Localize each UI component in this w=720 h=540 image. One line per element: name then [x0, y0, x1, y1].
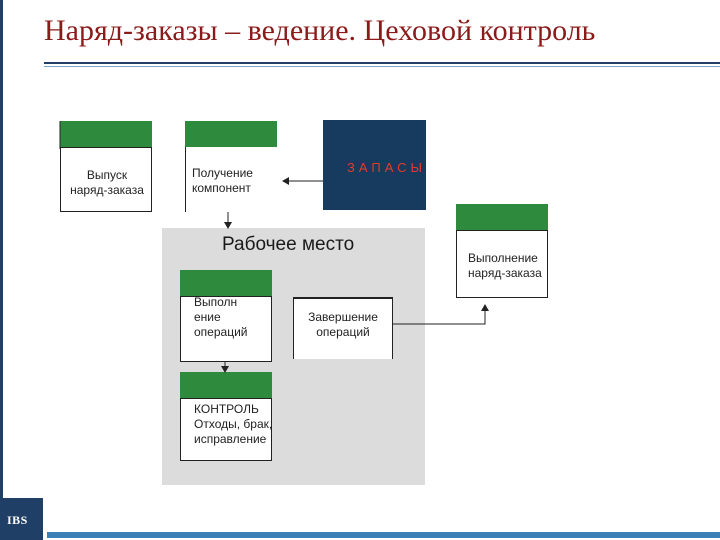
box-header [180, 372, 272, 398]
stock-block [323, 120, 426, 210]
receive-components-box [185, 121, 277, 212]
box-body [456, 230, 548, 298]
execute-order-box [456, 204, 548, 298]
box-header [180, 270, 272, 296]
title-underline-thin [44, 66, 720, 67]
execute-operations-label: Выполн ение операций [194, 295, 248, 339]
control-label: КОНТРОЛЬ Отходы, брак, исправление [194, 402, 273, 446]
stock-label: ЗАПАСЫ [347, 160, 427, 175]
box-body [180, 398, 272, 461]
execute-order-label: Выполнение наряд-заказа [468, 251, 542, 280]
execute-operations-box [180, 270, 272, 362]
box-body [185, 147, 277, 212]
box-body [180, 296, 272, 362]
bottom-bar [47, 532, 720, 538]
complete-operations-box [293, 297, 393, 359]
box-header [185, 121, 277, 147]
logo-text: IBS [7, 513, 28, 527]
slide-title: Наряд-заказы – ведение. Цеховой контроль [44, 14, 596, 47]
arrow-complete-to-execute-order [392, 304, 489, 325]
control-box [180, 372, 272, 461]
issue-order-label: Выпуск наряд-заказа [70, 168, 144, 197]
box-header [456, 204, 548, 230]
box-header [60, 121, 152, 147]
title-underline [44, 62, 720, 64]
issue-order-box [60, 121, 152, 212]
left-edge-bar [0, 0, 3, 540]
box-body [60, 147, 152, 212]
ibs-logo: IBS [0, 498, 43, 540]
workspace-label: Рабочее место [222, 234, 355, 255]
receive-components-label: Получение компонент [192, 166, 253, 195]
complete-operations-label: Завершение операций [308, 310, 378, 339]
